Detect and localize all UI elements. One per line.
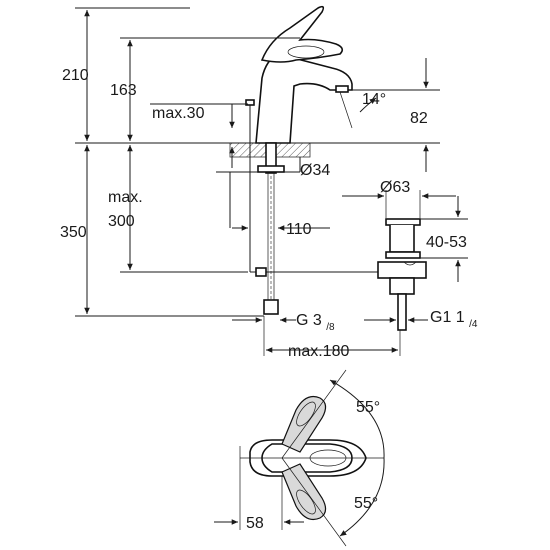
drain-assembly	[377, 218, 427, 331]
dim-spout-angle: 14°	[362, 91, 386, 108]
dim-lift-rod: max.30	[152, 105, 205, 122]
lift-rod-knob	[245, 99, 255, 106]
lever-handle	[260, 5, 344, 63]
supply-hose	[267, 172, 275, 310]
connection-left-frac: /8	[326, 322, 335, 333]
dim-spout-height: 163	[110, 82, 137, 99]
mounting-shank	[265, 142, 277, 174]
dim-spout-reach-height: 82	[410, 110, 428, 127]
dim-max-drain-offset: max.180	[288, 343, 349, 360]
dim-connection-left: G 3 /8	[296, 312, 335, 333]
dim-lever-angle-up: 55°	[356, 399, 380, 416]
mounting-nut	[257, 165, 285, 173]
dim-below-total: 350	[60, 224, 87, 241]
dim-lever-angle-down: 55°	[354, 495, 378, 512]
faucet-body	[255, 53, 353, 144]
dim-connection-right: G1 1 /4	[430, 309, 478, 330]
dim-below-max-label: max.	[108, 189, 143, 206]
connection-right-main: G1 1	[430, 309, 465, 326]
pull-rod-clip	[255, 267, 267, 277]
dim-drain-diameter: Ø63	[380, 179, 410, 196]
dim-total-height: 210	[62, 67, 89, 84]
hose-nut	[263, 299, 279, 315]
dim-rod-length: 110	[286, 221, 312, 238]
elevation-view: 210 163 max.30 14° 82 Ø34 max. 300 3	[60, 5, 478, 360]
aerator	[335, 85, 349, 93]
lever-top-ellipse	[287, 45, 325, 59]
connection-right-frac: /4	[469, 319, 478, 330]
dim-below-max-value: 300	[108, 213, 135, 230]
plan-view: 55° 55° 58	[214, 369, 385, 547]
dim-hole-diameter: Ø34	[300, 162, 330, 179]
connection-left-main: G 3	[296, 312, 322, 329]
dim-lever-offset: 58	[246, 515, 264, 532]
dim-drain-range: 40-53	[426, 234, 467, 251]
